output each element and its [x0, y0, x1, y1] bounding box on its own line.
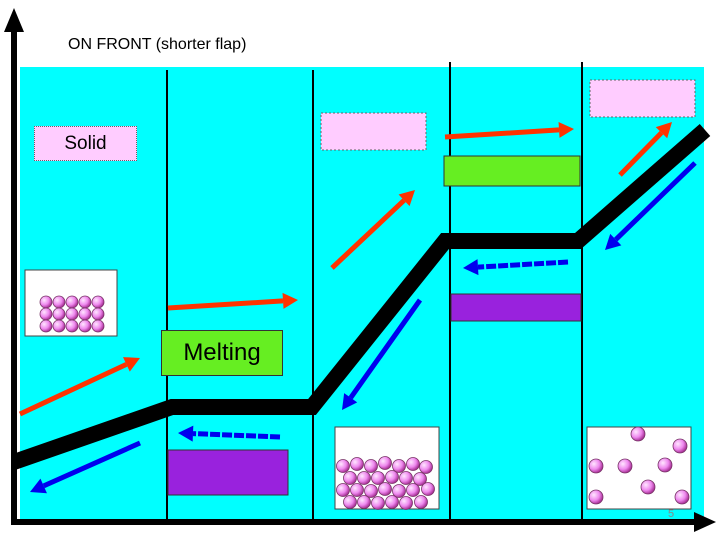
liquid-particle [351, 458, 364, 471]
solid-particle [53, 320, 65, 332]
liquid-particle [379, 457, 392, 470]
liquid-particle [400, 497, 413, 510]
solid-particle [40, 320, 52, 332]
liquid-particle [344, 472, 357, 485]
solid-particle [66, 296, 78, 308]
solid-particle [66, 320, 78, 332]
solid-particle [92, 308, 104, 320]
liquid-particle [407, 484, 420, 497]
gas-particle [618, 459, 632, 473]
gas-particle [675, 490, 689, 504]
liquid-particle [337, 460, 350, 473]
liquid-particle [400, 472, 413, 485]
solid-particle [66, 308, 78, 320]
gas-particle [673, 439, 687, 453]
label-box-pink-right [590, 80, 695, 117]
solid-particle [40, 308, 52, 320]
liquid-particle [351, 484, 364, 497]
label-box-purple-left [168, 450, 288, 495]
gas-particle [589, 490, 603, 504]
liquid-particle [386, 496, 399, 509]
solid-particle [53, 308, 65, 320]
solid-label: Solid [34, 126, 137, 161]
label-box-pink-middle [321, 113, 426, 150]
solid-particle [53, 296, 65, 308]
solid-label-text: Solid [64, 133, 106, 155]
liquid-particle [386, 471, 399, 484]
gas-particle [631, 427, 645, 441]
liquid-particle [422, 483, 435, 496]
solid-particle [79, 320, 91, 332]
solid-particle [40, 296, 52, 308]
liquid-particle [379, 483, 392, 496]
solid-particle [92, 296, 104, 308]
liquid-particle [358, 472, 371, 485]
melting-label-text: Melting [183, 339, 260, 367]
solid-particle [79, 308, 91, 320]
solid-particle [79, 296, 91, 308]
page-title: ON FRONT (shorter flap) [68, 36, 246, 54]
liquid-particle [337, 484, 350, 497]
liquid-particle [358, 496, 371, 509]
liquid-particle [365, 460, 378, 473]
gas-particle [589, 459, 603, 473]
gas-particle [641, 480, 655, 494]
liquid-particle [415, 496, 428, 509]
page-number: 5 [668, 508, 674, 520]
liquid-particle [420, 461, 433, 474]
label-box-purple-right [451, 294, 581, 321]
liquid-particle [407, 458, 420, 471]
liquid-particle [372, 497, 385, 510]
gas-particle [658, 458, 672, 472]
solid-particle [92, 320, 104, 332]
melting-label: Melting [161, 330, 283, 376]
label-box-green [444, 156, 580, 186]
liquid-particle [344, 496, 357, 509]
